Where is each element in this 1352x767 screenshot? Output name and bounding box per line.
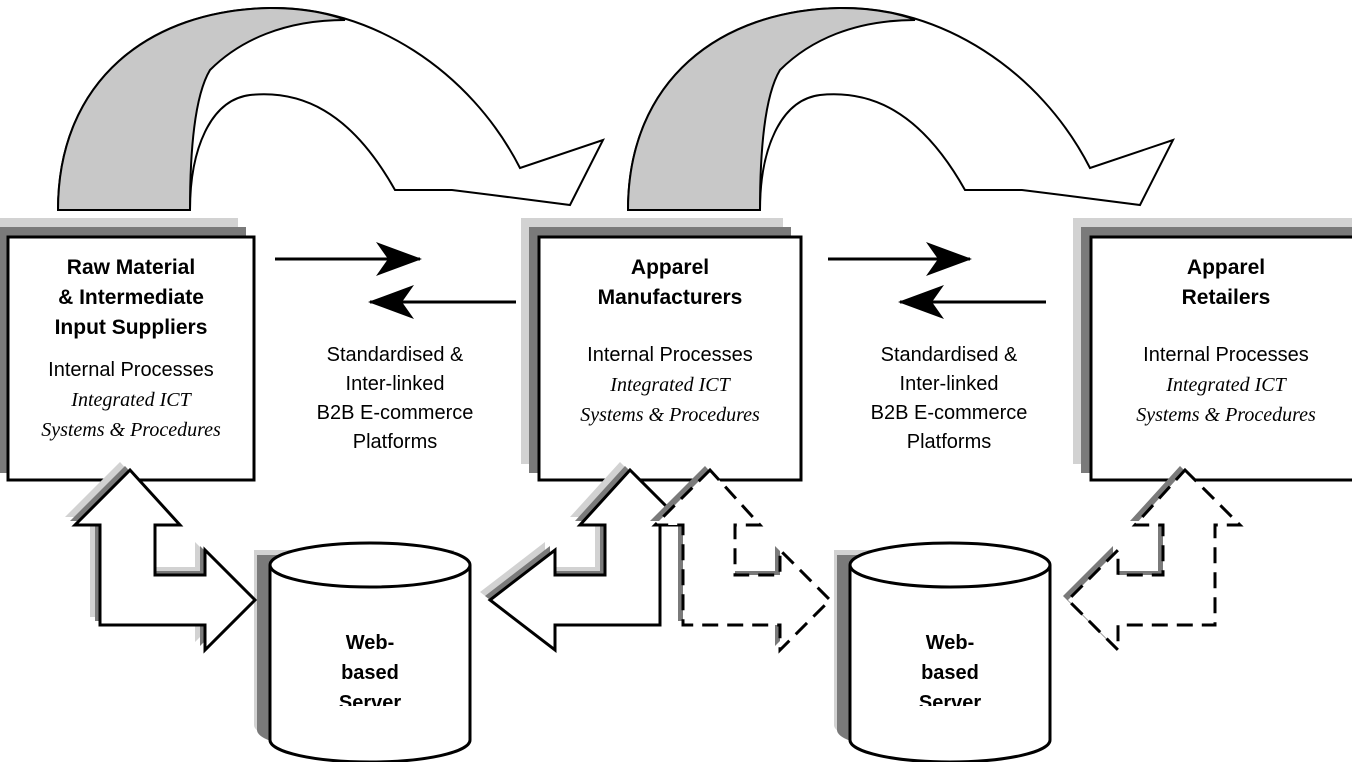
entity-title-line: Raw Material [66, 256, 196, 279]
curved-flow-arrow-right [626, 6, 1175, 211]
connector-arrow-manufacturers-server [480, 462, 689, 654]
server-line: based [341, 662, 399, 684]
server-line: Web- [345, 632, 395, 654]
entity-title-line: Retailers [1181, 286, 1271, 309]
platform-line: Platforms [352, 431, 438, 453]
server-line: Server [338, 692, 402, 706]
entity-title-line: Input Suppliers [54, 316, 208, 339]
entity-systems-line: Integrated ICT [610, 374, 730, 396]
connector-arrow-suppliers-server [65, 462, 258, 654]
b2b-arrows-2 [828, 242, 1046, 319]
connector-arrow-retailers-server [1063, 466, 1244, 654]
entity-systems-line: Integrated ICT [71, 389, 191, 411]
platform-label-2: Standardised & Inter-linked B2B E-commer… [834, 341, 1064, 457]
entity-manufacturers-label: Apparel Manufacturers Internal Processes… [539, 253, 801, 430]
entity-process-label: Internal Processes [1143, 344, 1309, 366]
entity-suppliers-label: Raw Material & Intermediate Input Suppli… [8, 253, 254, 445]
entity-box-manufacturers [521, 218, 803, 482]
server-label-1: Web- based Server [290, 628, 450, 706]
server-line: based [921, 662, 979, 684]
platform-line: Standardised & [326, 344, 464, 366]
entity-systems-line: Systems & Procedures [580, 404, 760, 426]
entity-title-line: Manufacturers [597, 286, 743, 309]
platform-label-1: Standardised & Inter-linked B2B E-commer… [280, 341, 510, 457]
entity-systems-line: Systems & Procedures [41, 419, 221, 441]
server-line: Web- [925, 632, 975, 654]
entity-process-label: Internal Processes [587, 344, 753, 366]
server-line: Server [918, 692, 982, 706]
platform-line: B2B E-commerce [870, 402, 1028, 424]
connector-arrow-manufacturers-server-2 [650, 466, 833, 654]
entity-systems-line: Systems & Procedures [1136, 404, 1316, 426]
server-cylinder-1 [254, 541, 472, 764]
entity-retailers-label: Apparel Retailers Internal Processes Int… [1091, 253, 1352, 430]
platform-line: Inter-linked [345, 373, 445, 395]
entity-systems-line: Integrated ICT [1166, 374, 1286, 396]
platform-line: Platforms [906, 431, 992, 453]
entity-box-suppliers [0, 218, 256, 482]
entity-title-line: & Intermediate [58, 286, 204, 309]
platform-line: B2B E-commerce [316, 402, 474, 424]
platform-line: Inter-linked [899, 373, 999, 395]
entity-title-line: Apparel [630, 256, 710, 279]
server-label-2: Web- based Server [870, 628, 1030, 706]
server-cylinder-2 [834, 541, 1052, 764]
b2b-arrows-1 [275, 242, 516, 319]
entity-process-label: Internal Processes [48, 359, 214, 381]
curved-flow-arrow-left [56, 6, 605, 211]
platform-line: Standardised & [880, 344, 1018, 366]
entity-title-line: Apparel [1186, 256, 1266, 279]
entity-box-retailers [1073, 218, 1352, 482]
